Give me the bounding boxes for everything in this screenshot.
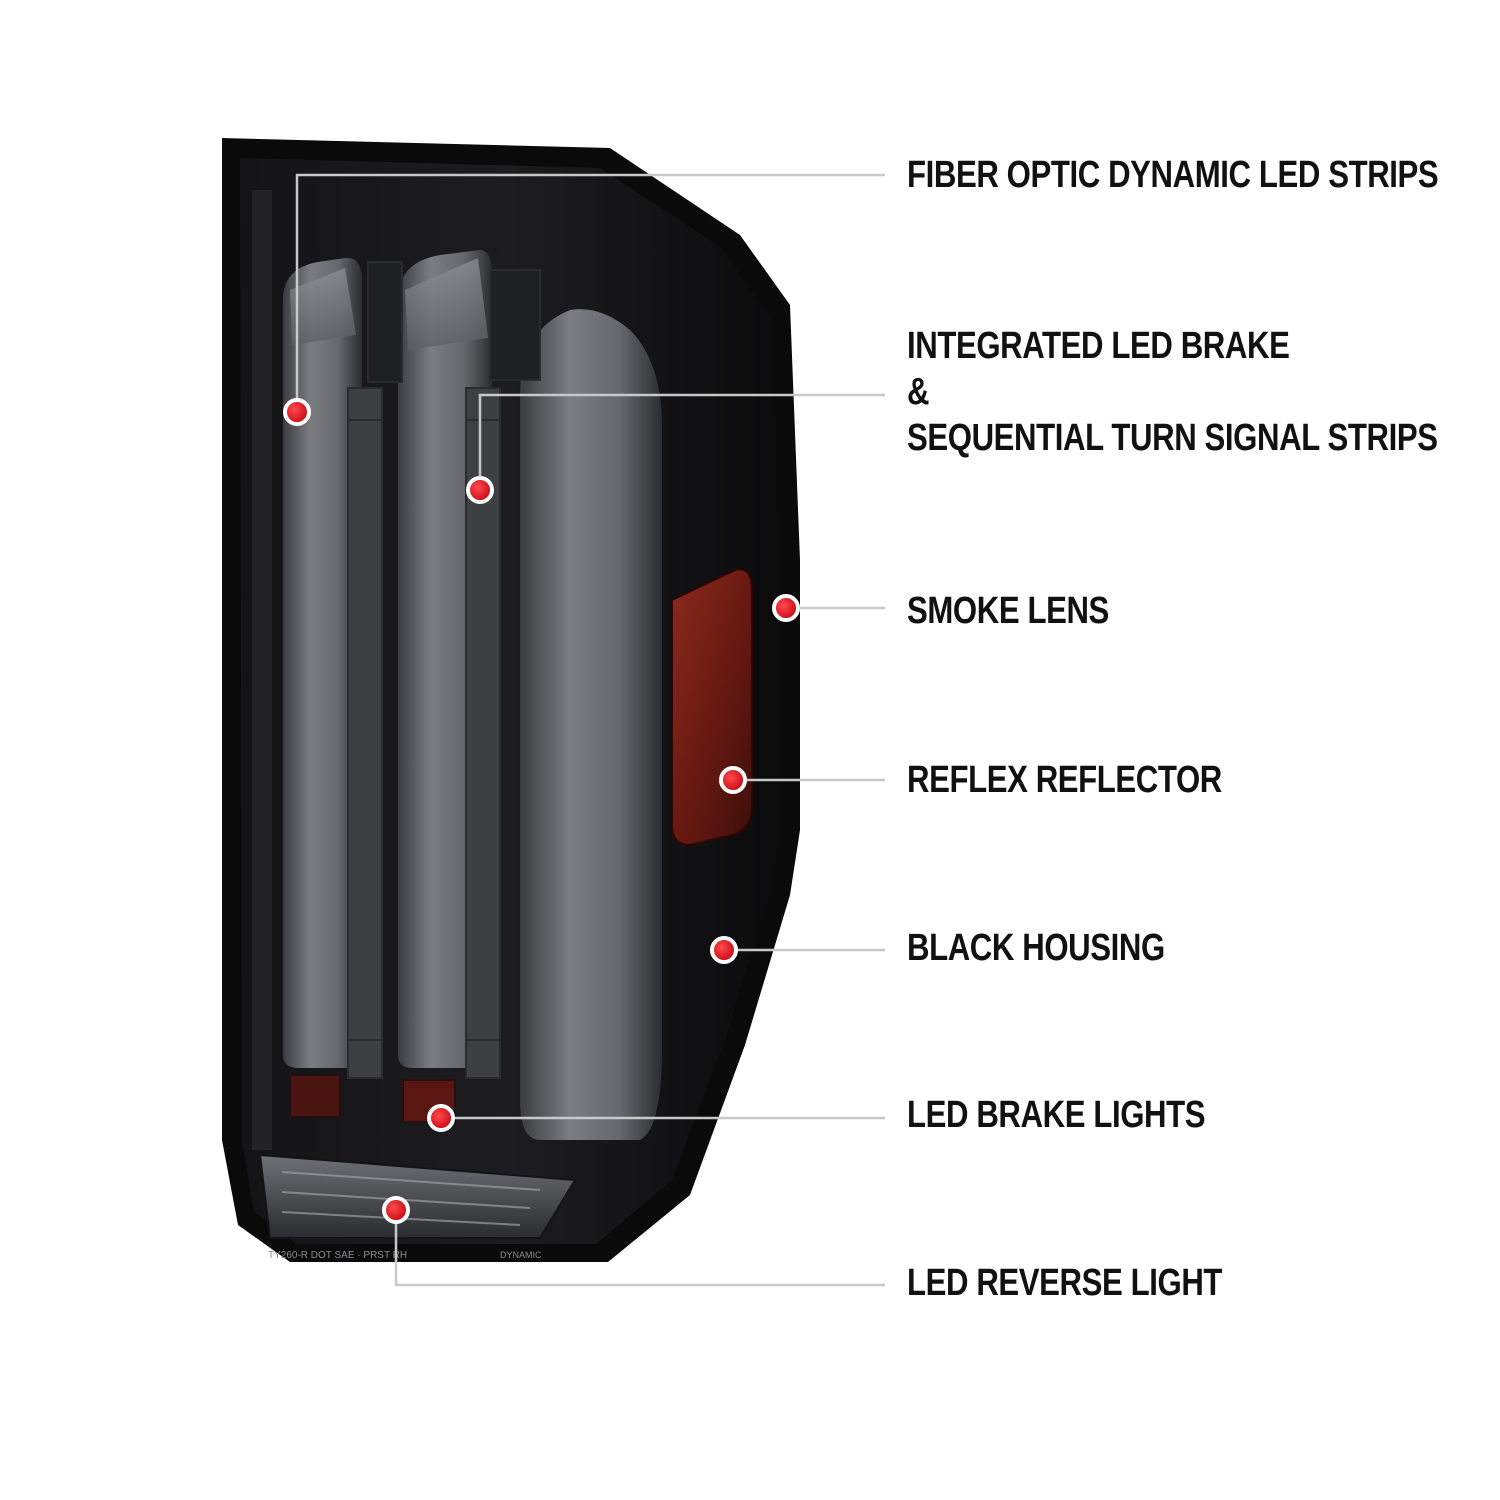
label-fiber-optic: FIBER OPTIC DYNAMIC LED STRIPS [907, 152, 1439, 198]
label-line: BLACK HOUSING [907, 927, 1165, 969]
edge-bar [252, 190, 272, 1150]
dot-fiber-optic [283, 398, 311, 426]
label-line: SEQUENTIAL TURN SIGNAL STRIPS [907, 417, 1438, 459]
dot-smoke-lens [772, 594, 800, 622]
label-line: LED REVERSE LIGHT [907, 1262, 1223, 1304]
dot-integrated-brake [466, 476, 494, 504]
dot-black-housing [710, 936, 738, 964]
label-line: LED BRAKE LIGHTS [907, 1094, 1206, 1136]
dot-reflex-reflector [719, 766, 747, 794]
label-reflex-reflector: REFLEX REFLECTOR [907, 757, 1222, 803]
label-led-brake-lights: LED BRAKE LIGHTS [907, 1092, 1206, 1138]
label-line: & [907, 371, 930, 413]
label-line: INTEGRATED LED BRAKE [907, 325, 1290, 367]
label-black-housing: BLACK HOUSING [907, 925, 1165, 971]
callout-dots [283, 398, 800, 1224]
brake-light-left [289, 1074, 341, 1118]
fiber-optic-strips [283, 250, 662, 1141]
label-line: REFLEX REFLECTOR [907, 759, 1222, 801]
leader-lines [295, 173, 885, 1287]
label-integrated-brake: INTEGRATED LED BRAKE & SEQUENTIAL TURN S… [907, 323, 1438, 461]
label-smoke-lens: SMOKE LENS [907, 588, 1109, 634]
lens-print-right: DYNAMIC [500, 1250, 542, 1260]
leader-fiber-optic [295, 173, 885, 412]
leader-integrated-brake [478, 393, 885, 490]
dot-brake-lights [427, 1104, 455, 1132]
dot-reverse-light [382, 1196, 410, 1224]
reflex-reflector [671, 568, 753, 847]
leader-reverse-light [394, 1210, 885, 1287]
label-line: SMOKE LENS [907, 590, 1109, 632]
integrated-brake-strips [347, 261, 541, 1079]
label-line: FIBER OPTIC DYNAMIC LED STRIPS [907, 154, 1439, 196]
label-led-reverse-light: LED REVERSE LIGHT [907, 1260, 1222, 1306]
lens-print-left: TY260-R DOT SAE · PRST RH [268, 1250, 407, 1261]
